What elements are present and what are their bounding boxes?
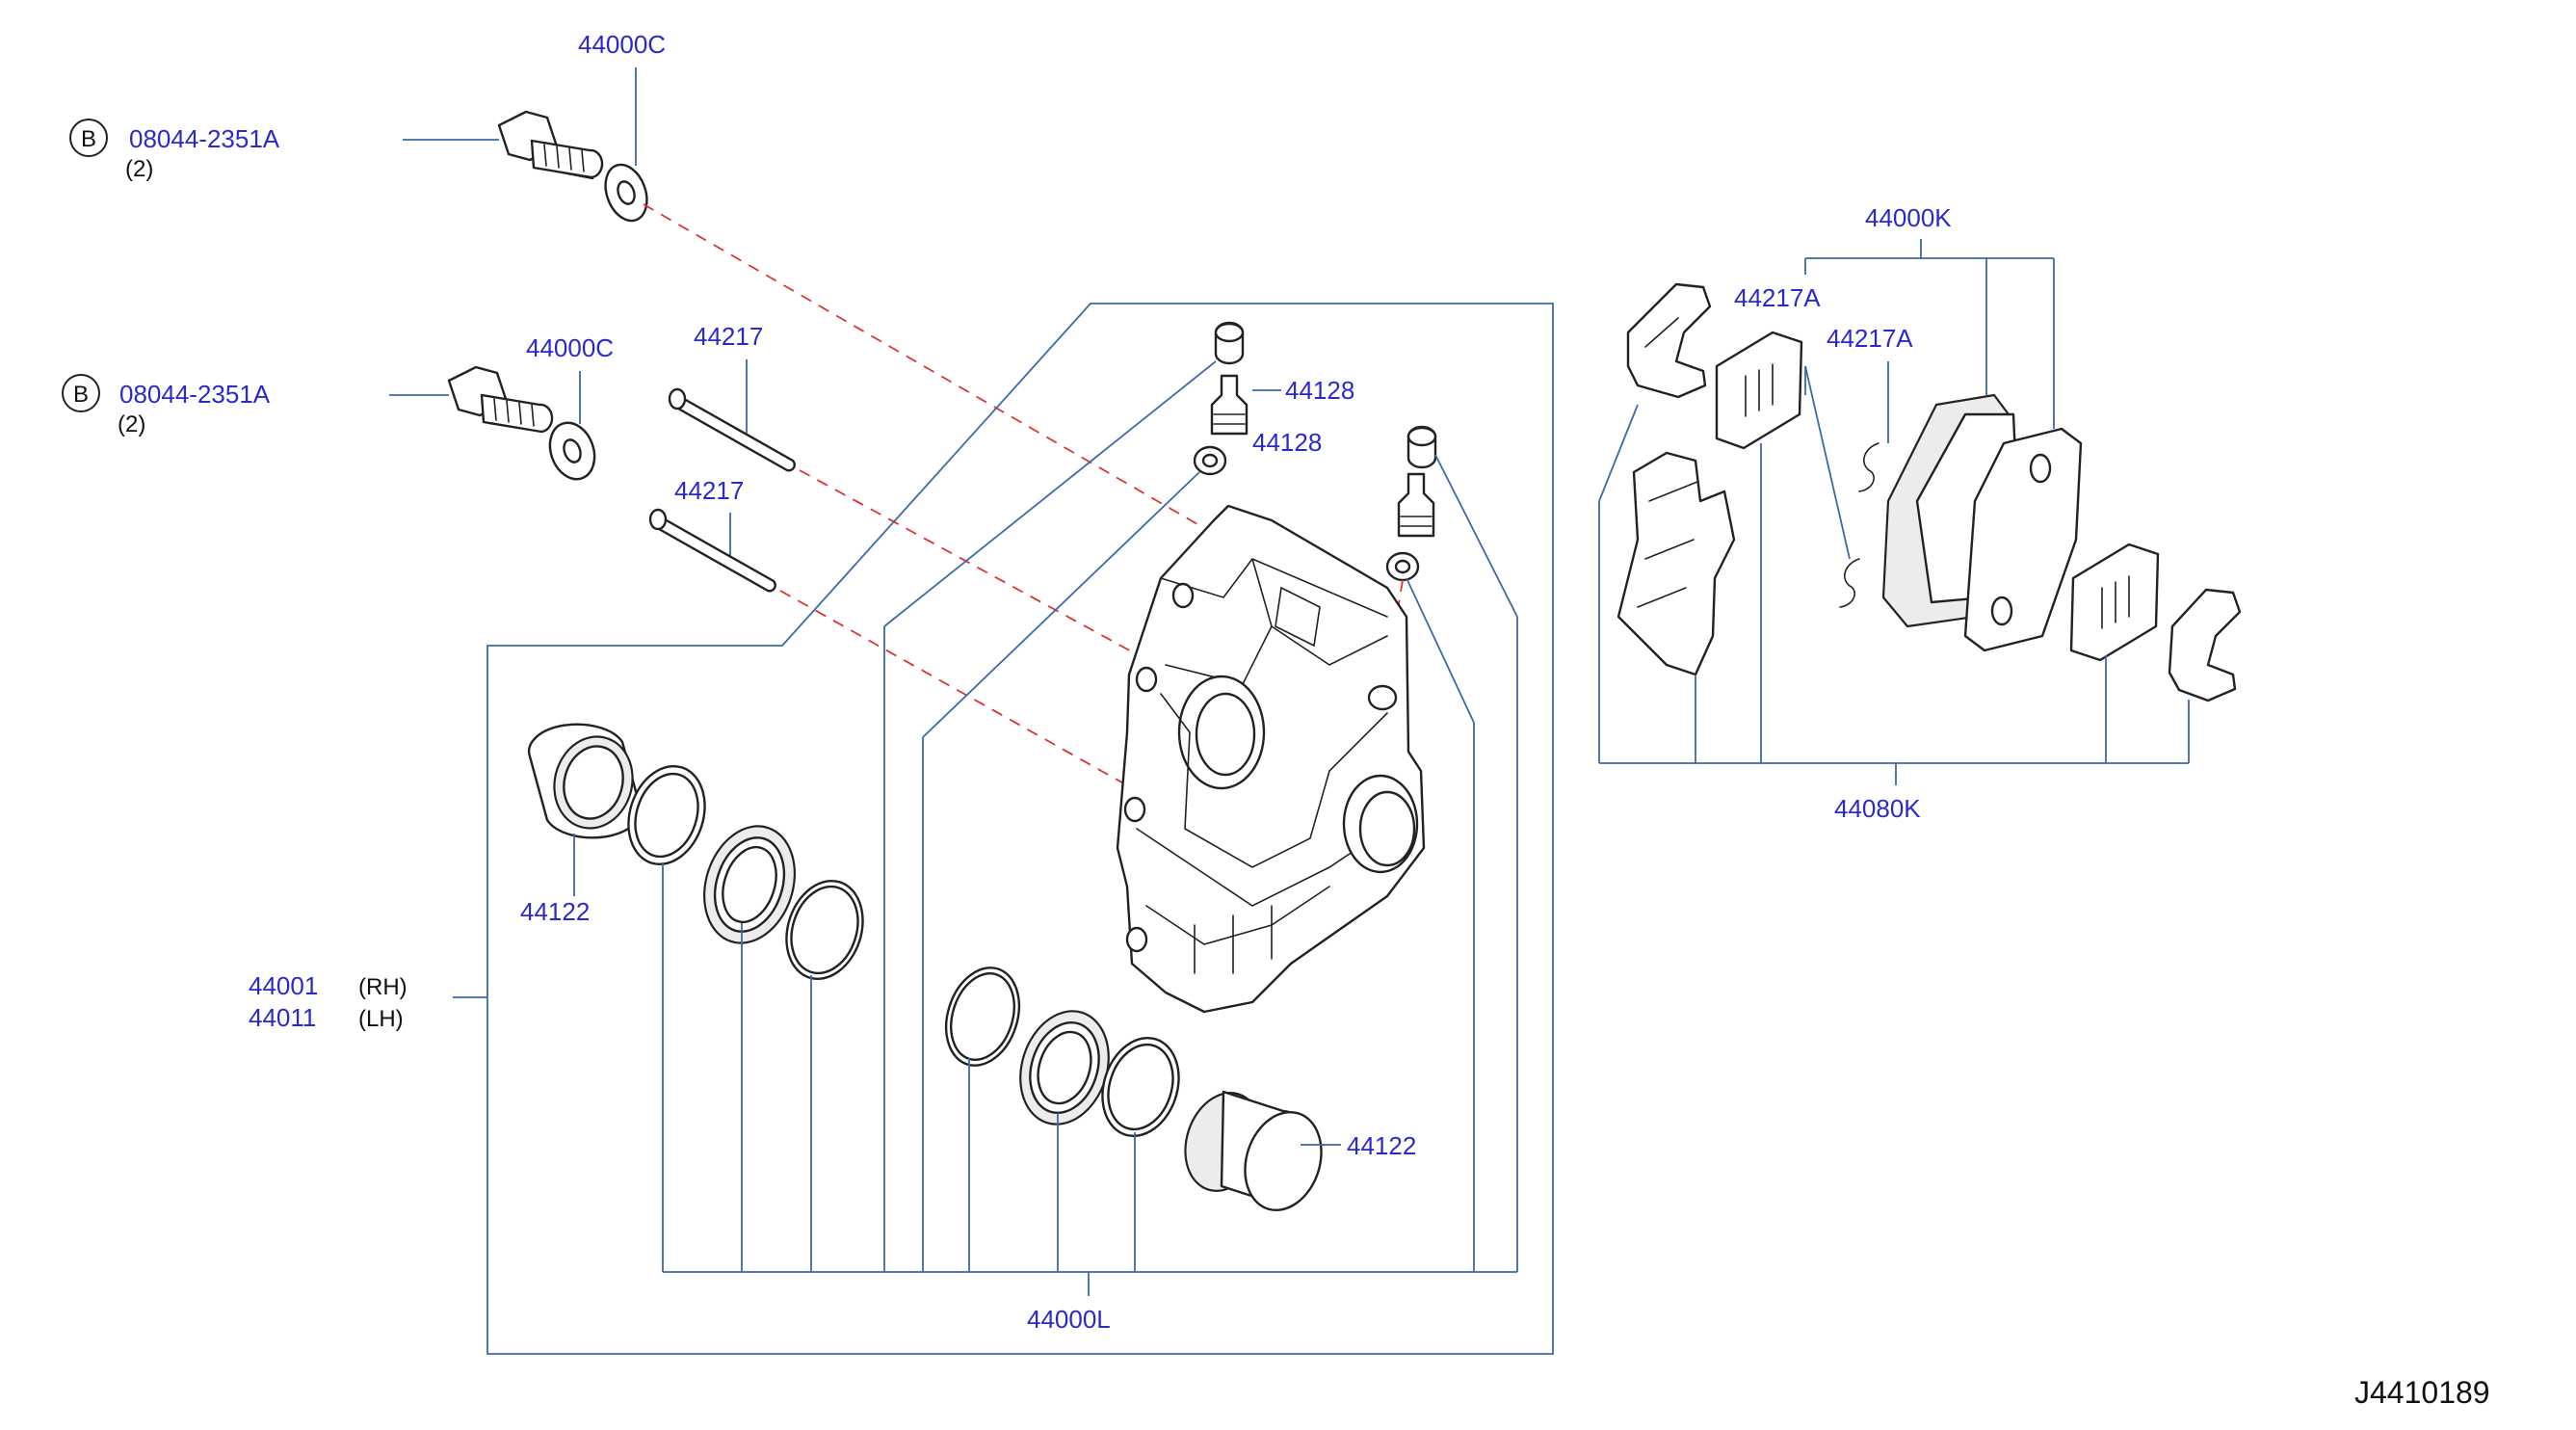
pin-b-part[interactable] [648,508,776,593]
caliper-rh-callout[interactable]: 44001 (RH) [249,971,407,1000]
washer-a-part[interactable] [598,159,654,226]
bolt-a-badge-circle [69,119,108,157]
pin-a-dashed-line [799,469,1157,666]
seal-kit-callout[interactable]: 44000L [1027,1305,1111,1334]
anti-rattle-clip-right[interactable] [2168,588,2242,702]
shim-a-callout[interactable]: 44217A [1734,283,1821,312]
bolt-a-part[interactable] [497,110,604,180]
bleeder-seal-a[interactable] [1193,445,1227,476]
bleeder-cap-a[interactable] [1214,321,1245,365]
caliper-assembly-bracket [486,303,1554,1355]
diagram-ref: J4410189 [2354,1375,2490,1410]
shim-plate-left[interactable] [1715,331,1803,450]
seal-ring-2[interactable] [775,871,875,989]
bolt-a-part-label[interactable]: 08044-2351A [129,124,280,153]
caliper-lh-label[interactable]: 44011 [249,1003,316,1032]
bolt-b-badge-circle [62,374,100,412]
anti-rattle-clip-left[interactable] [1626,282,1712,399]
piston-left-label[interactable]: 44122 [520,897,590,926]
pin-a-callout[interactable]: 44217 [694,322,763,351]
bleeder-cap-b[interactable] [1406,425,1437,469]
piston-right-callout[interactable]: 44122 [1347,1131,1416,1160]
dust-boot-2[interactable] [1007,999,1123,1135]
bolt-b-badge: B [73,382,89,408]
brake-pad-outer[interactable] [1963,427,2083,652]
caliper-body[interactable] [1116,504,1426,1014]
seal-ring-4[interactable] [1091,1028,1191,1146]
bolt-a-qty: (2) [125,156,153,182]
piston-left-part[interactable] [527,723,643,839]
shim-a-label[interactable]: 44217A [1734,283,1821,312]
bleeder-screw-b[interactable] [1397,472,1435,538]
bolt-a-callout[interactable]: B 08044-2351A (2) [69,119,280,182]
bleeder-b-callout[interactable]: 44128 [1252,428,1322,457]
pin-b-label[interactable]: 44217 [674,476,744,505]
caliper-rh-label[interactable]: 44001 [249,971,318,1000]
bleeder-a-callout[interactable]: 44128 [1285,376,1354,405]
pad-retaining-spring[interactable] [1839,442,1879,608]
hardware-kit-callout[interactable]: 44080K [1834,794,1921,823]
pin-b-callout[interactable]: 44217 [674,476,744,505]
pad-kit-bracket [1804,239,2055,560]
piston-right-part[interactable] [1173,1083,1333,1220]
bolt-b-qty: (2) [118,411,145,437]
bolt-b-callout[interactable]: B 08044-2351A (2) [62,374,271,437]
washer-b-part[interactable] [542,416,602,485]
piston-left-callout[interactable]: 44122 [520,897,590,926]
pin-a-label[interactable]: 44217 [694,322,763,351]
bleeder-seal-b[interactable] [1385,551,1420,582]
pad-kit-callout[interactable]: 44000K [1865,203,1952,232]
seal-ring-3[interactable] [934,958,1032,1074]
washer-a-callout[interactable]: 44000C [578,30,666,59]
pad-spring-left[interactable] [1617,451,1736,676]
dust-boot-1[interactable] [690,814,809,955]
caliper-rh-side: (RH) [358,974,407,1000]
bolt-b-part-label[interactable]: 08044-2351A [119,380,271,409]
caliper-lh-callout[interactable]: 44011 (LH) [249,1003,404,1032]
washer-a-dashed-line [643,203,1205,529]
bleeder-a-label[interactable]: 44128 [1285,376,1354,405]
bolt-a-badge: B [81,126,96,152]
seal-kit-label[interactable]: 44000L [1027,1305,1111,1334]
caliper-lh-side: (LH) [358,1006,404,1032]
pin-b-dashed-line [779,590,1128,786]
hardware-kit-label[interactable]: 44080K [1834,794,1921,823]
piston-right-label[interactable]: 44122 [1347,1131,1416,1160]
shim-plate-right[interactable] [2069,543,2160,662]
washer-a-label[interactable]: 44000C [578,30,666,59]
washer-b-callout[interactable]: 44000C [526,333,614,362]
bleeder-screw-a[interactable] [1210,374,1249,436]
bolt-b-part[interactable] [447,365,554,434]
pad-kit-label[interactable]: 44000K [1865,203,1952,232]
pin-a-part[interactable] [668,387,796,472]
bleeder-b-label[interactable]: 44128 [1252,428,1322,457]
hardware-kit-bracket [1598,404,2190,785]
washer-b-label[interactable]: 44000C [526,333,614,362]
seal-kit-bracket [662,360,1518,1296]
shim-b-label[interactable]: 44217A [1827,324,1913,353]
shim-b-callout[interactable]: 44217A [1827,324,1913,353]
seal-ring-1[interactable] [617,756,717,874]
